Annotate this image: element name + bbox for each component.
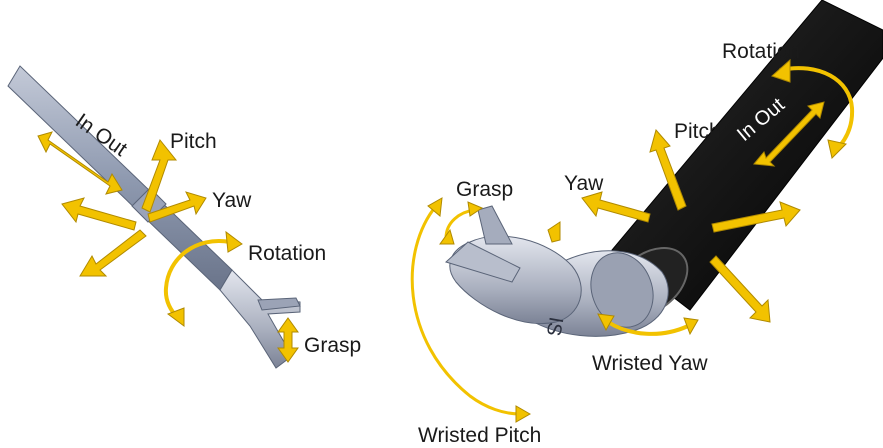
- right-label-grasp: Grasp: [456, 178, 513, 201]
- right-yaw-left-arrow: [582, 192, 650, 222]
- right-label-wristed-pitch: Wristed Pitch: [418, 424, 541, 447]
- right-label-pitch: Pitch: [674, 120, 721, 143]
- left-instrument: In Out Pitch Yaw Rotation Grasp: [8, 66, 361, 368]
- right-wrist-mark: IS: [542, 315, 567, 337]
- right-pitch-down-arrow: [710, 256, 770, 322]
- right-wristed-pitch-head-bottom: [516, 406, 530, 422]
- left-label-grasp: Grasp: [304, 334, 361, 357]
- right-label-rotation: Rotation: [722, 40, 800, 63]
- right-label-wristed-yaw: Wristed Yaw: [592, 352, 708, 375]
- left-shaft: [8, 66, 232, 290]
- left-label-rotation: Rotation: [248, 242, 326, 265]
- left-label-pitch: Pitch: [170, 130, 217, 153]
- right-instrument: IS Rotation In Out Pitch Yaw Gras: [412, 0, 883, 447]
- left-pitch-down-arrow: [80, 230, 146, 276]
- left-yaw-left-arrow: [62, 198, 136, 230]
- left-label-yaw: Yaw: [212, 189, 252, 212]
- left-rotation-head-top: [226, 232, 242, 252]
- right-jaw-small-arrow: [548, 222, 560, 242]
- right-label-yaw: Yaw: [564, 172, 604, 195]
